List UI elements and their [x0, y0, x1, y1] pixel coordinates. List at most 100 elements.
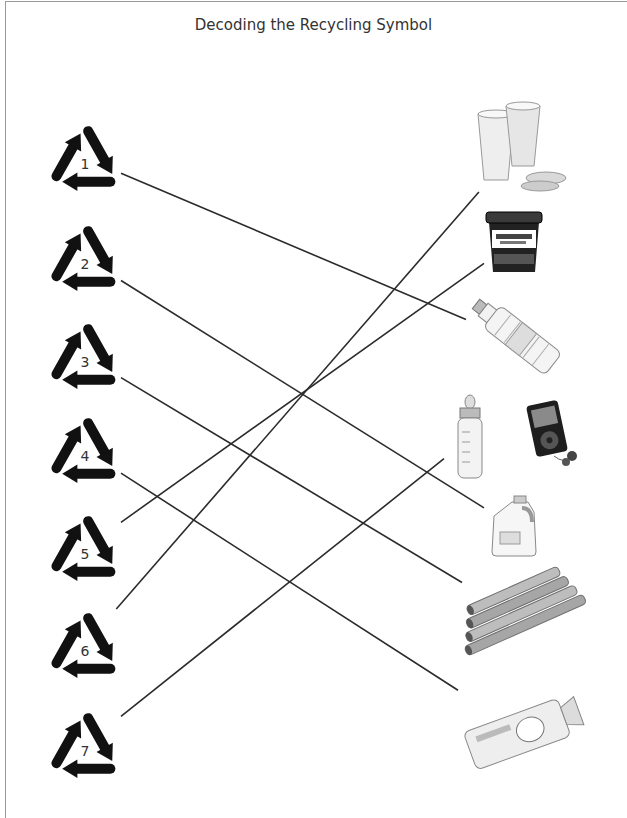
product-picture: [444, 394, 496, 482]
symbol-number: 5: [81, 547, 90, 561]
recycle-arrow-head: [62, 272, 77, 291]
product-illustration: [484, 494, 542, 558]
pipe-end: [464, 644, 474, 656]
recycle-arrow-band: [88, 231, 104, 260]
pipe-end: [466, 604, 476, 616]
recycle-arrow-band: [88, 423, 104, 452]
symbol-number: 3: [81, 355, 90, 369]
player-wheel: [539, 430, 560, 451]
frame-border: [6, 2, 627, 818]
recycle-arrow-head: [62, 370, 77, 389]
recycle-arrow-band: [56, 147, 72, 176]
jug-label: [500, 532, 520, 544]
tub-label: [492, 230, 536, 248]
recycle-arrow-head: [96, 354, 112, 372]
recycle-arrow-head: [62, 172, 77, 191]
recycle-arrow-head: [62, 562, 77, 581]
earbud: [562, 458, 570, 466]
product-illustration: [520, 398, 580, 468]
player-body: [526, 400, 568, 458]
bottle-label: [505, 323, 536, 356]
recycle-arrow-head: [96, 546, 112, 564]
matching-line: [121, 173, 466, 319]
product-picture: [462, 578, 597, 668]
recycling-symbol: 1: [49, 122, 121, 194]
matching-line: [116, 192, 479, 609]
product-picture: [468, 102, 568, 192]
recycling-symbol: 5: [49, 512, 121, 584]
bread-bag: [463, 693, 586, 770]
recycling-symbol: 7: [49, 709, 121, 781]
symbol-number: 1: [81, 157, 90, 171]
recycle-arrow-head: [62, 659, 77, 678]
tub-lid: [486, 212, 542, 223]
recycle-arrow-band: [56, 439, 72, 468]
recycle-arrow-head: [65, 133, 81, 151]
product-illustration: [462, 578, 597, 668]
recycling-symbol: 2: [49, 222, 121, 294]
recycle-arrow-head: [96, 256, 112, 274]
bottle-ridge: [495, 315, 511, 335]
pipe-end: [465, 618, 475, 630]
cup-lid: [521, 181, 559, 191]
diagram-title: Decoding the Recycling Symbol: [0, 16, 627, 34]
bottle-body: [483, 305, 562, 375]
bottle-tick: [462, 432, 470, 433]
recycling-symbol: 3: [49, 320, 121, 392]
recycling-symbol: 4: [49, 414, 121, 486]
recycle-arrow-head: [65, 620, 81, 638]
product-picture: [484, 494, 542, 558]
bottle-ridge: [533, 344, 549, 364]
recycle-arrow-band: [88, 618, 104, 647]
recycle-arrow-band: [56, 634, 72, 663]
recycle-arrow-band: [56, 734, 72, 763]
recycle-arrow-head: [62, 759, 77, 778]
product-illustration: [466, 296, 558, 382]
bottle-tick: [462, 462, 470, 463]
foam-cup: [506, 106, 540, 166]
jug-handle: [522, 508, 532, 522]
bottle-tick: [462, 442, 470, 443]
pipe-end: [465, 631, 475, 643]
player-screen: [531, 405, 558, 428]
recycle-arrow-head: [65, 331, 81, 349]
recycle-arrow-head: [96, 743, 112, 761]
recycle-arrow-band: [88, 131, 104, 160]
milk-jug: [492, 502, 536, 556]
recycle-arrow-band: [88, 718, 104, 747]
tub-label-mark: [496, 234, 532, 239]
recycle-arrow-band: [77, 277, 110, 287]
bottle-nipple: [465, 395, 475, 409]
water-bottle: [467, 293, 561, 375]
recycle-arrow-band: [88, 521, 104, 550]
product-illustration: [468, 102, 568, 192]
symbol-number: 2: [81, 257, 90, 271]
product-picture: [520, 398, 580, 468]
pipe-bundle: [449, 561, 586, 656]
pipe: [466, 566, 561, 616]
music-player: [526, 400, 568, 458]
recycle-arrow-band: [77, 469, 110, 479]
tub-stripe: [494, 254, 534, 264]
bottle-body: [458, 418, 482, 478]
recycle-arrow-head: [65, 720, 81, 738]
recycle-arrow-band: [77, 664, 110, 674]
tub-label-mark: [500, 241, 526, 244]
bag-body: [463, 698, 571, 770]
recycle-arrow-head: [96, 448, 112, 466]
recycle-arrow-head: [65, 425, 81, 443]
recycle-arrow-head: [96, 156, 112, 174]
recycle-arrow-band: [56, 345, 72, 374]
recycle-arrow-band: [56, 537, 72, 566]
bottle-collar: [460, 408, 480, 418]
jug-cap: [514, 496, 526, 503]
bag-label: [513, 713, 548, 745]
recycle-arrow-band: [77, 177, 110, 187]
recycle-arrow-head: [62, 464, 77, 483]
product-illustration: [444, 394, 496, 482]
recycle-arrow-band: [77, 375, 110, 385]
cup-rim: [506, 102, 540, 110]
product-illustration: [484, 208, 544, 276]
tub-body: [489, 222, 539, 272]
